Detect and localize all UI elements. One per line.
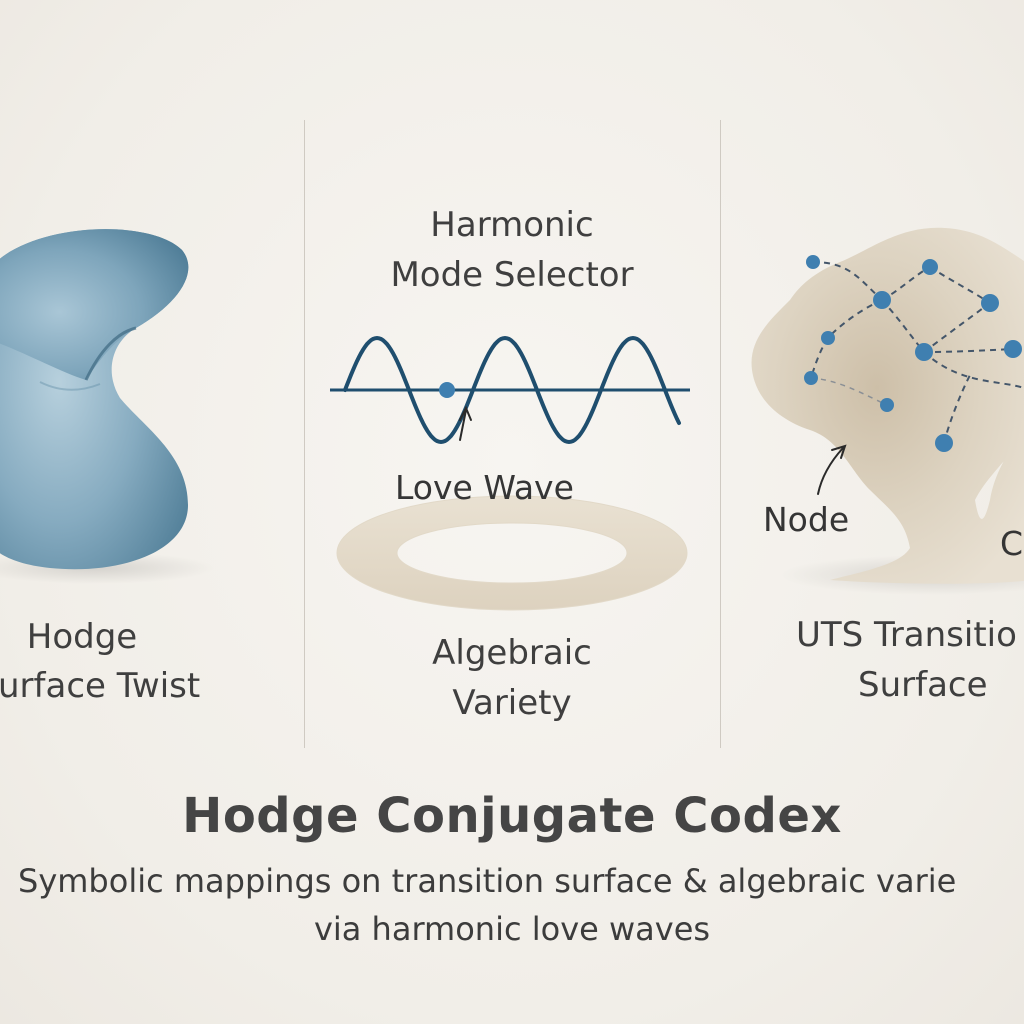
love-wave-label: Love Wave: [395, 468, 574, 507]
left-panel-label-line2: urface Twist: [0, 666, 201, 706]
graph-node: [880, 398, 894, 412]
subtitle-line2: via harmonic love waves: [313, 910, 711, 948]
graph-node: [915, 343, 933, 361]
graph-node: [1004, 340, 1022, 358]
graph-node: [922, 259, 938, 275]
love-wave-arrow: [459, 405, 472, 441]
cut-label: C: [1000, 524, 1024, 563]
hodge-surface-twist-shape: [0, 229, 215, 584]
middle-panel-label-line2: Variety: [452, 683, 572, 723]
right-panel-label-line2: Surface: [858, 665, 988, 705]
right-panel-label-line1: UTS Transitio: [796, 615, 1017, 655]
node-arrow: [817, 444, 847, 495]
page-title: Hodge Conjugate Codex: [182, 788, 842, 844]
love-wave-plot: [330, 335, 690, 445]
algebraic-variety-ring: [336, 495, 688, 611]
graph-node: [873, 291, 891, 309]
middle-heading-line2: Mode Selector: [390, 255, 634, 295]
divider-right: [720, 120, 721, 748]
uts-graph-edges-light: [810, 377, 888, 406]
divider-left: [304, 120, 305, 748]
middle-panel-label-line1: Algebraic: [432, 633, 592, 673]
graph-node: [821, 331, 835, 345]
left-panel-label-line1: Hodge: [26, 617, 138, 657]
wave-selector-node: [439, 382, 455, 398]
middle-heading-line1: Harmonic: [430, 205, 594, 245]
subtitle-line1: Symbolic mappings on transition surface …: [18, 862, 957, 900]
graph-node: [981, 294, 999, 312]
graph-node: [804, 371, 818, 385]
graph-node: [935, 434, 953, 452]
uts-graph-nodes: [804, 255, 1022, 452]
node-label: Node: [763, 500, 850, 539]
graph-node: [806, 255, 820, 269]
love-wave-curve: [343, 335, 681, 445]
